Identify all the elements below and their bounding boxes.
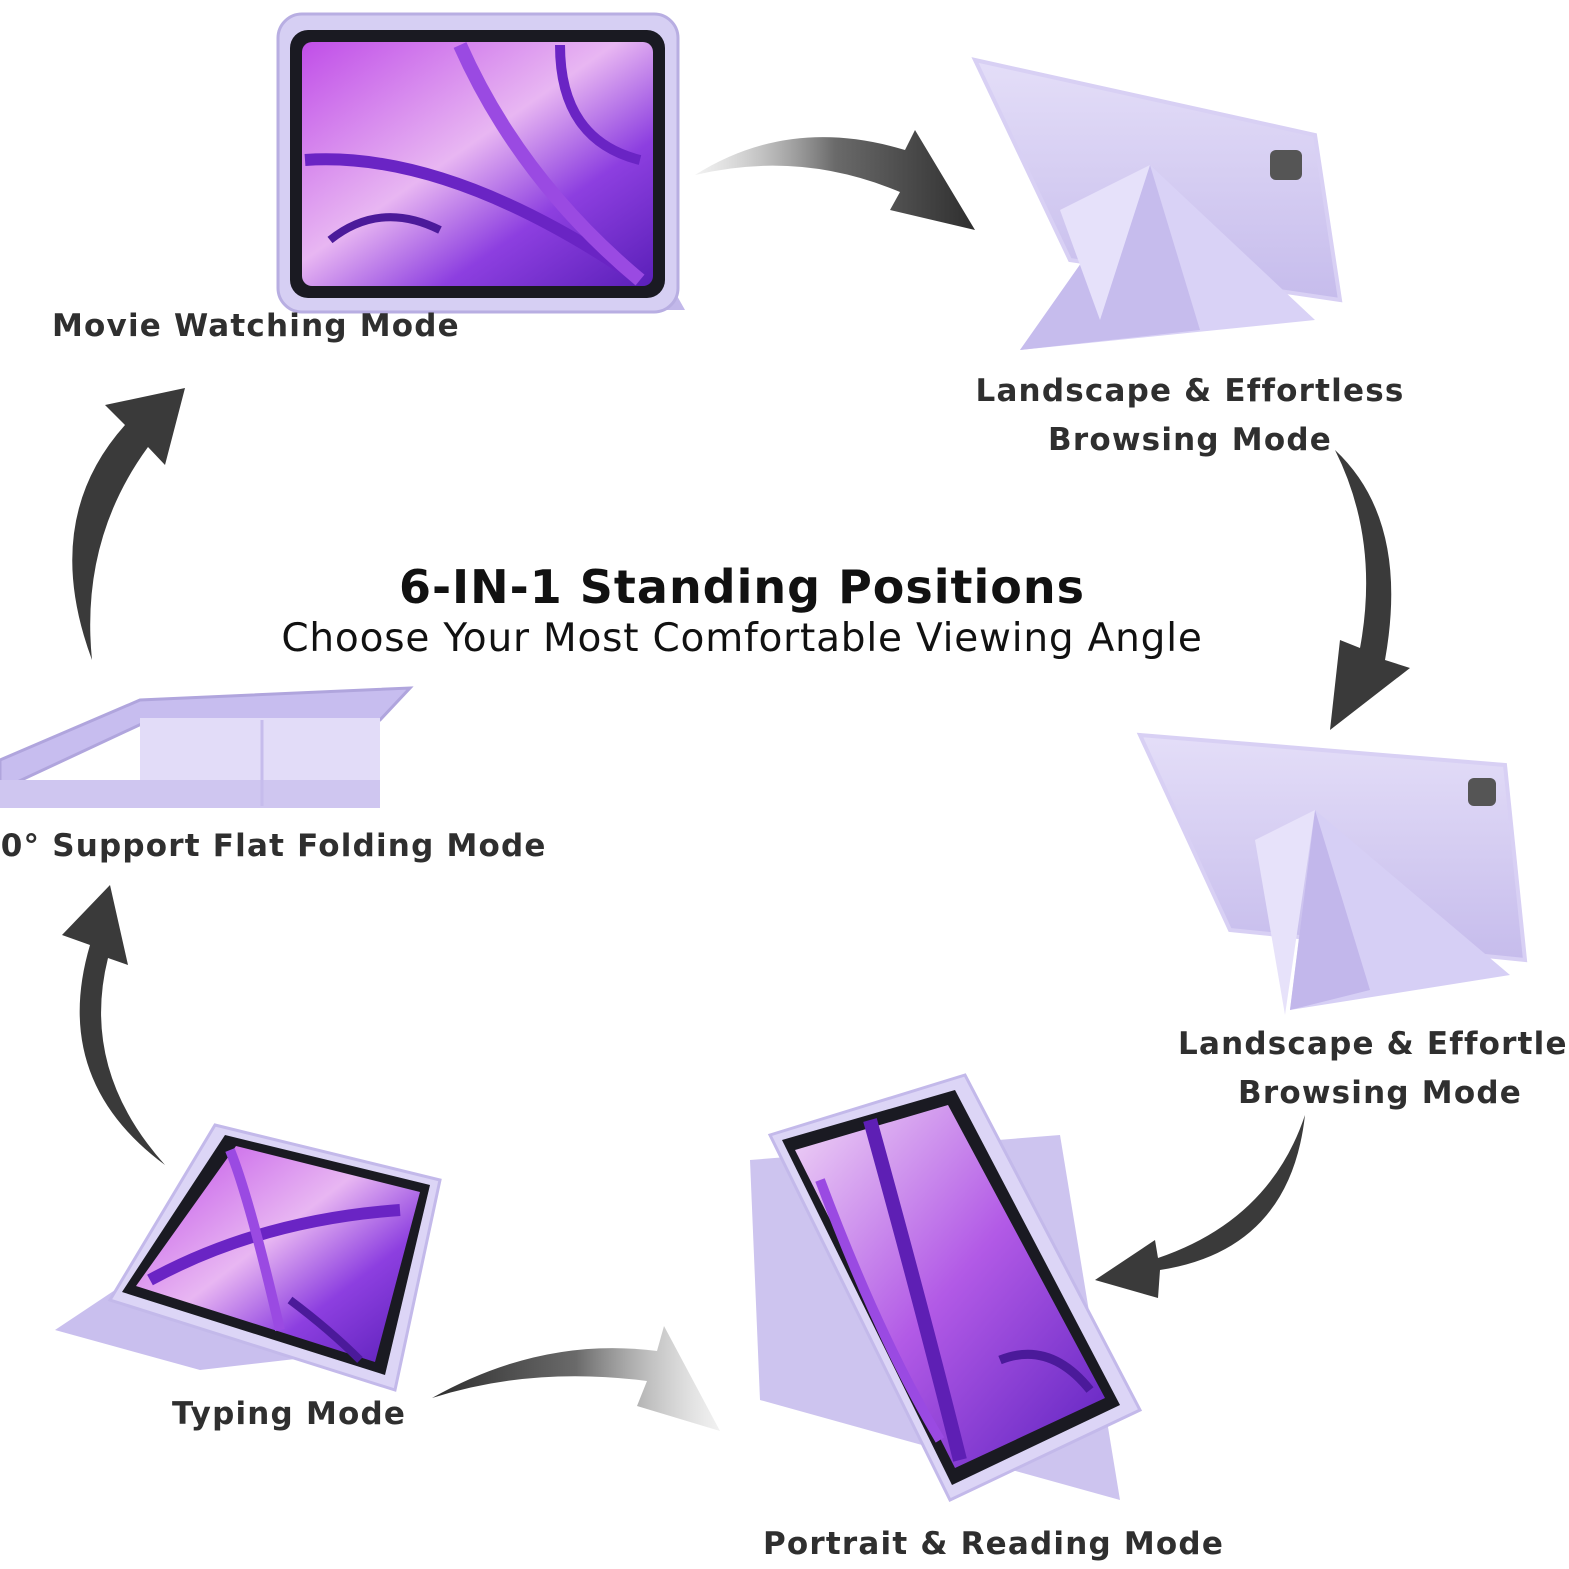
landscape-label-1-line2: Browsing Mode bbox=[1048, 422, 1332, 458]
landscape-browsing-tablet-image-1 bbox=[971, 57, 1343, 350]
movie-watching-tablet-image bbox=[276, 12, 685, 314]
landscape-label-1-line1: Landscape & Effortless bbox=[975, 373, 1405, 409]
arrow-4-to-5 bbox=[432, 1326, 720, 1431]
landscape-label-2-line1: Landscape & Effortless bbox=[1178, 1026, 1569, 1062]
flat-folding-mode-label: 10° Support Flat Folding Mode bbox=[0, 828, 547, 864]
arrow-2-to-3 bbox=[1330, 450, 1410, 730]
movie-watching-mode-label: Movie Watching Mode bbox=[52, 308, 460, 344]
typing-mode-label: Typing Mode bbox=[172, 1396, 407, 1432]
landscape-browsing-tablet-image-2 bbox=[1136, 732, 1528, 1015]
flat-folding-tablet-image bbox=[0, 686, 414, 808]
arrow-1-to-2 bbox=[695, 130, 975, 230]
headline-title: 6-IN-1 Standing Positions bbox=[398, 560, 1086, 614]
typing-tablet-image bbox=[55, 1123, 442, 1392]
landscape-browsing-mode-label-1: Landscape & Effortless Browsing Mode bbox=[960, 367, 1420, 465]
arrow-3-to-4 bbox=[1095, 1115, 1305, 1298]
portrait-reading-mode-label: Portrait & Reading Mode bbox=[763, 1526, 1225, 1562]
landscape-browsing-mode-label-2: Landscape & Effortless Browsing Mode bbox=[1178, 1020, 1569, 1118]
portrait-reading-tablet-image bbox=[750, 1073, 1143, 1502]
landscape-label-2-line2: Browsing Mode bbox=[1238, 1075, 1522, 1111]
arrow-5-to-6 bbox=[62, 885, 165, 1165]
arrow-6-to-1 bbox=[72, 388, 185, 660]
headline-subtitle: Choose Your Most Comfortable Viewing Ang… bbox=[281, 616, 1203, 661]
